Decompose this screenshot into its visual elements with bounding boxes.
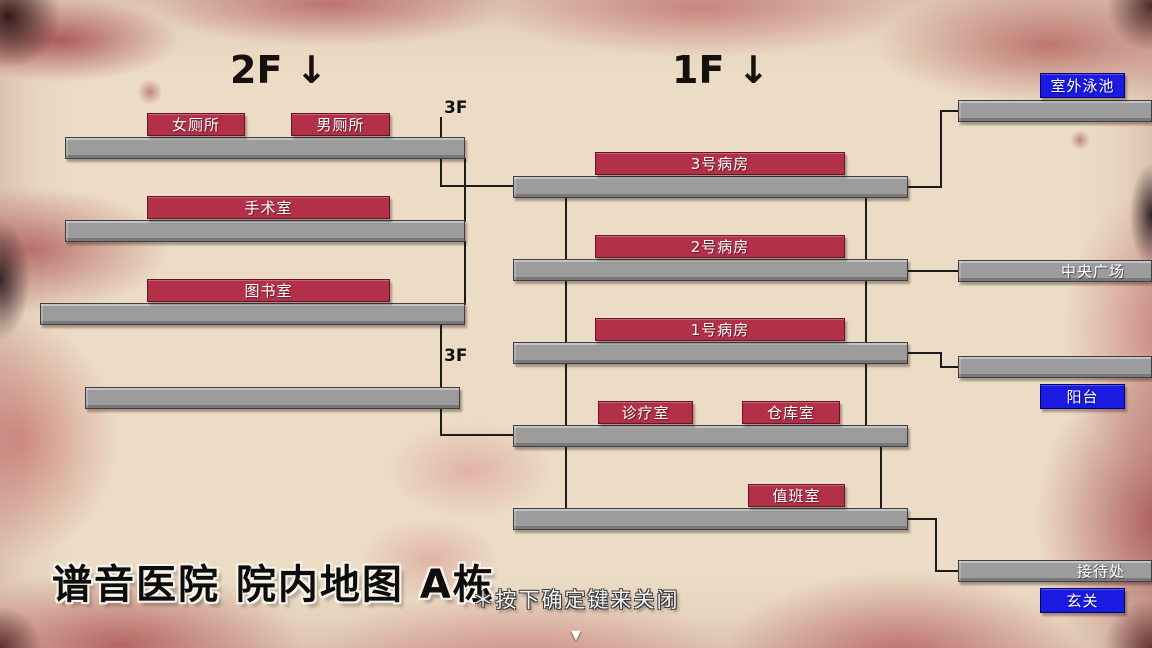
corridor-1f-duty [513,508,908,530]
corridor-2f-surgery [65,220,465,242]
room-badge-ward3: 3号病房 [595,152,845,175]
connector-line [935,570,958,572]
area-badge-balcony: 阳台 [1040,384,1125,409]
stair-label-top: 3F [444,98,468,118]
corridor-reception: 接待处 [958,560,1152,582]
room-badge-women-toilet: 女厕所 [147,113,245,136]
connector-line [940,110,942,188]
corridor-2f-toilets [65,137,465,159]
connector-line [908,270,958,272]
connector-line [908,186,942,188]
area-badge-pool: 室外泳池 [1040,73,1125,98]
connector-line [464,241,466,305]
corridor-2f-library [40,303,465,325]
continue-arrow-icon[interactable]: ▼ [571,628,581,643]
area-badge-entrance: 玄关 [1040,588,1125,613]
room-badge-clinic: 诊疗室 [598,401,693,424]
corridor-1f-ward2 [513,259,908,281]
connector-line [865,187,867,436]
room-badge-men-toilet: 男厕所 [291,113,390,136]
corridor-1f-clinic [513,425,908,447]
map-title: 谱音医院 院内地图 A栋 [52,562,495,608]
connector-line [440,434,515,436]
corridor-1f-ward1 [513,342,908,364]
room-badge-library: 图书室 [147,279,390,302]
room-badge-ward2: 2号病房 [595,235,845,258]
connector-line [464,158,466,222]
floor-label-2f: 2F ↓ [230,48,328,92]
floor-label-1f: 1F ↓ [672,48,770,92]
connector-line [880,436,882,519]
room-badge-duty: 值班室 [748,484,845,507]
room-badge-surgery: 手术室 [147,196,390,219]
close-hint: ＊按下确定键来关闭 [472,588,680,612]
corridor-balcony [958,356,1152,378]
stair-label-bottom: 3F [444,346,468,366]
connector-line [940,366,958,368]
area-label-reception: 接待处 [1076,562,1125,581]
connector-line [908,518,937,520]
connector-line [940,110,958,112]
corridor-2f-lower [85,387,460,409]
room-badge-ward1: 1号病房 [595,318,845,341]
connector-line [440,185,515,187]
corridor-1f-ward3 [513,176,908,198]
connector-line [935,518,937,572]
connector-line [440,325,442,436]
connector-line [908,352,942,354]
corridor-pool [958,100,1152,122]
room-badge-storage: 仓库室 [742,401,840,424]
corridor-plaza: 中央广场 [958,260,1152,282]
area-label-plaza: 中央广场 [1060,262,1125,281]
connector-line [940,352,942,368]
